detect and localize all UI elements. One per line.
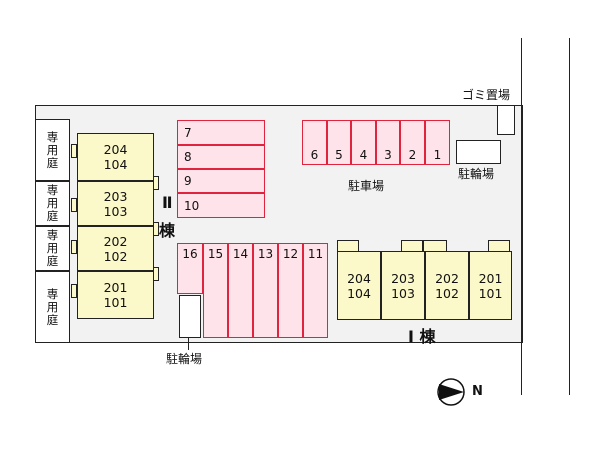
bike-parking-area — [456, 140, 501, 164]
garden-char: 専 — [46, 286, 59, 301]
unit-lower-number: 104 — [103, 157, 128, 172]
parking-space: 14 — [228, 243, 253, 338]
building-1-unit: 203 103 — [381, 251, 425, 320]
unit-lower-number: 101 — [478, 285, 503, 301]
garden-char: 用 — [46, 196, 59, 210]
unit-upper-number: 204 — [103, 142, 128, 157]
building-1-unit: 201 101 — [469, 251, 512, 320]
parking-space: 15 — [203, 243, 228, 338]
road-line-inner — [521, 38, 522, 395]
building-2-stub — [71, 144, 77, 158]
garbage-area — [497, 105, 515, 135]
bike-parking-leader — [188, 338, 189, 350]
parking-space: 9 — [177, 169, 265, 193]
building-2-char: 棟 — [159, 221, 176, 240]
parking-label: 駐車場 — [348, 179, 385, 193]
building-1-label: Ⅰ 棟 — [408, 327, 436, 346]
garden-char: 庭 — [46, 155, 59, 170]
garbage-label: ゴミ置場 — [462, 88, 511, 102]
garden-char: 専 — [46, 228, 59, 242]
building-1-unit: 202 102 — [425, 251, 469, 320]
bike-parking-label: 駐輪場 — [458, 167, 495, 181]
garden-char: 専 — [46, 183, 59, 197]
parking-space: 4 — [351, 120, 376, 165]
private-garden-2: 専 用 庭 — [35, 181, 70, 226]
unit-lower-number: 103 — [103, 203, 128, 219]
private-garden-3: 専 用 庭 — [35, 226, 70, 271]
garden-char: 用 — [46, 241, 59, 255]
building-2-stub — [71, 198, 77, 212]
unit-upper-number: 202 — [435, 270, 459, 286]
parking-space: 7 — [177, 120, 265, 145]
parking-space: 5 — [327, 120, 351, 165]
compass-icon — [437, 378, 465, 406]
garden-char: 庭 — [46, 254, 59, 268]
building-2-unit: 203 103 — [77, 181, 154, 226]
parking-space: 2 — [400, 120, 425, 165]
unit-upper-number: 203 — [391, 270, 415, 286]
building-2-unit: 204 104 — [77, 133, 154, 181]
unit-upper-number: 201 — [103, 280, 128, 295]
garden-char: 庭 — [46, 312, 59, 327]
bike-parking-area — [179, 295, 201, 338]
parking-space: 16 — [177, 243, 203, 294]
parking-space: 12 — [278, 243, 303, 338]
parking-space: 1 — [425, 120, 450, 165]
garden-char: 用 — [46, 299, 59, 314]
unit-lower-number: 102 — [103, 248, 128, 264]
private-garden-4: 専 用 庭 — [35, 271, 70, 343]
garden-char: 用 — [46, 142, 59, 157]
unit-upper-number: 203 — [103, 188, 128, 204]
private-garden-1: 専 用 庭 — [35, 119, 70, 181]
building-2-stub — [71, 284, 77, 298]
unit-lower-number: 103 — [391, 285, 415, 301]
parking-space: 6 — [302, 120, 327, 165]
parking-space: 8 — [177, 145, 265, 169]
building-1-unit: 204 104 — [337, 251, 381, 320]
garden-char: 専 — [46, 129, 59, 144]
unit-upper-number: 201 — [478, 270, 503, 286]
parking-space: 13 — [253, 243, 278, 338]
unit-upper-number: 204 — [347, 270, 371, 286]
building-2-unit: 201 101 — [77, 271, 154, 319]
unit-lower-number: 101 — [103, 295, 128, 310]
unit-upper-number: 202 — [103, 233, 128, 249]
parking-space: 10 — [177, 193, 265, 218]
parking-space: 11 — [303, 243, 328, 338]
unit-lower-number: 102 — [435, 285, 459, 301]
building-2-numeral: Ⅱ — [162, 193, 173, 212]
bike-parking-label: 駐輪場 — [166, 352, 203, 366]
road-line-outer — [569, 38, 570, 395]
unit-lower-number: 104 — [347, 285, 371, 301]
compass-north-label: N — [472, 384, 483, 399]
building-2-stub — [71, 240, 77, 254]
parking-space: 3 — [376, 120, 400, 165]
garden-char: 庭 — [46, 209, 59, 223]
building-2-unit: 202 102 — [77, 226, 154, 271]
